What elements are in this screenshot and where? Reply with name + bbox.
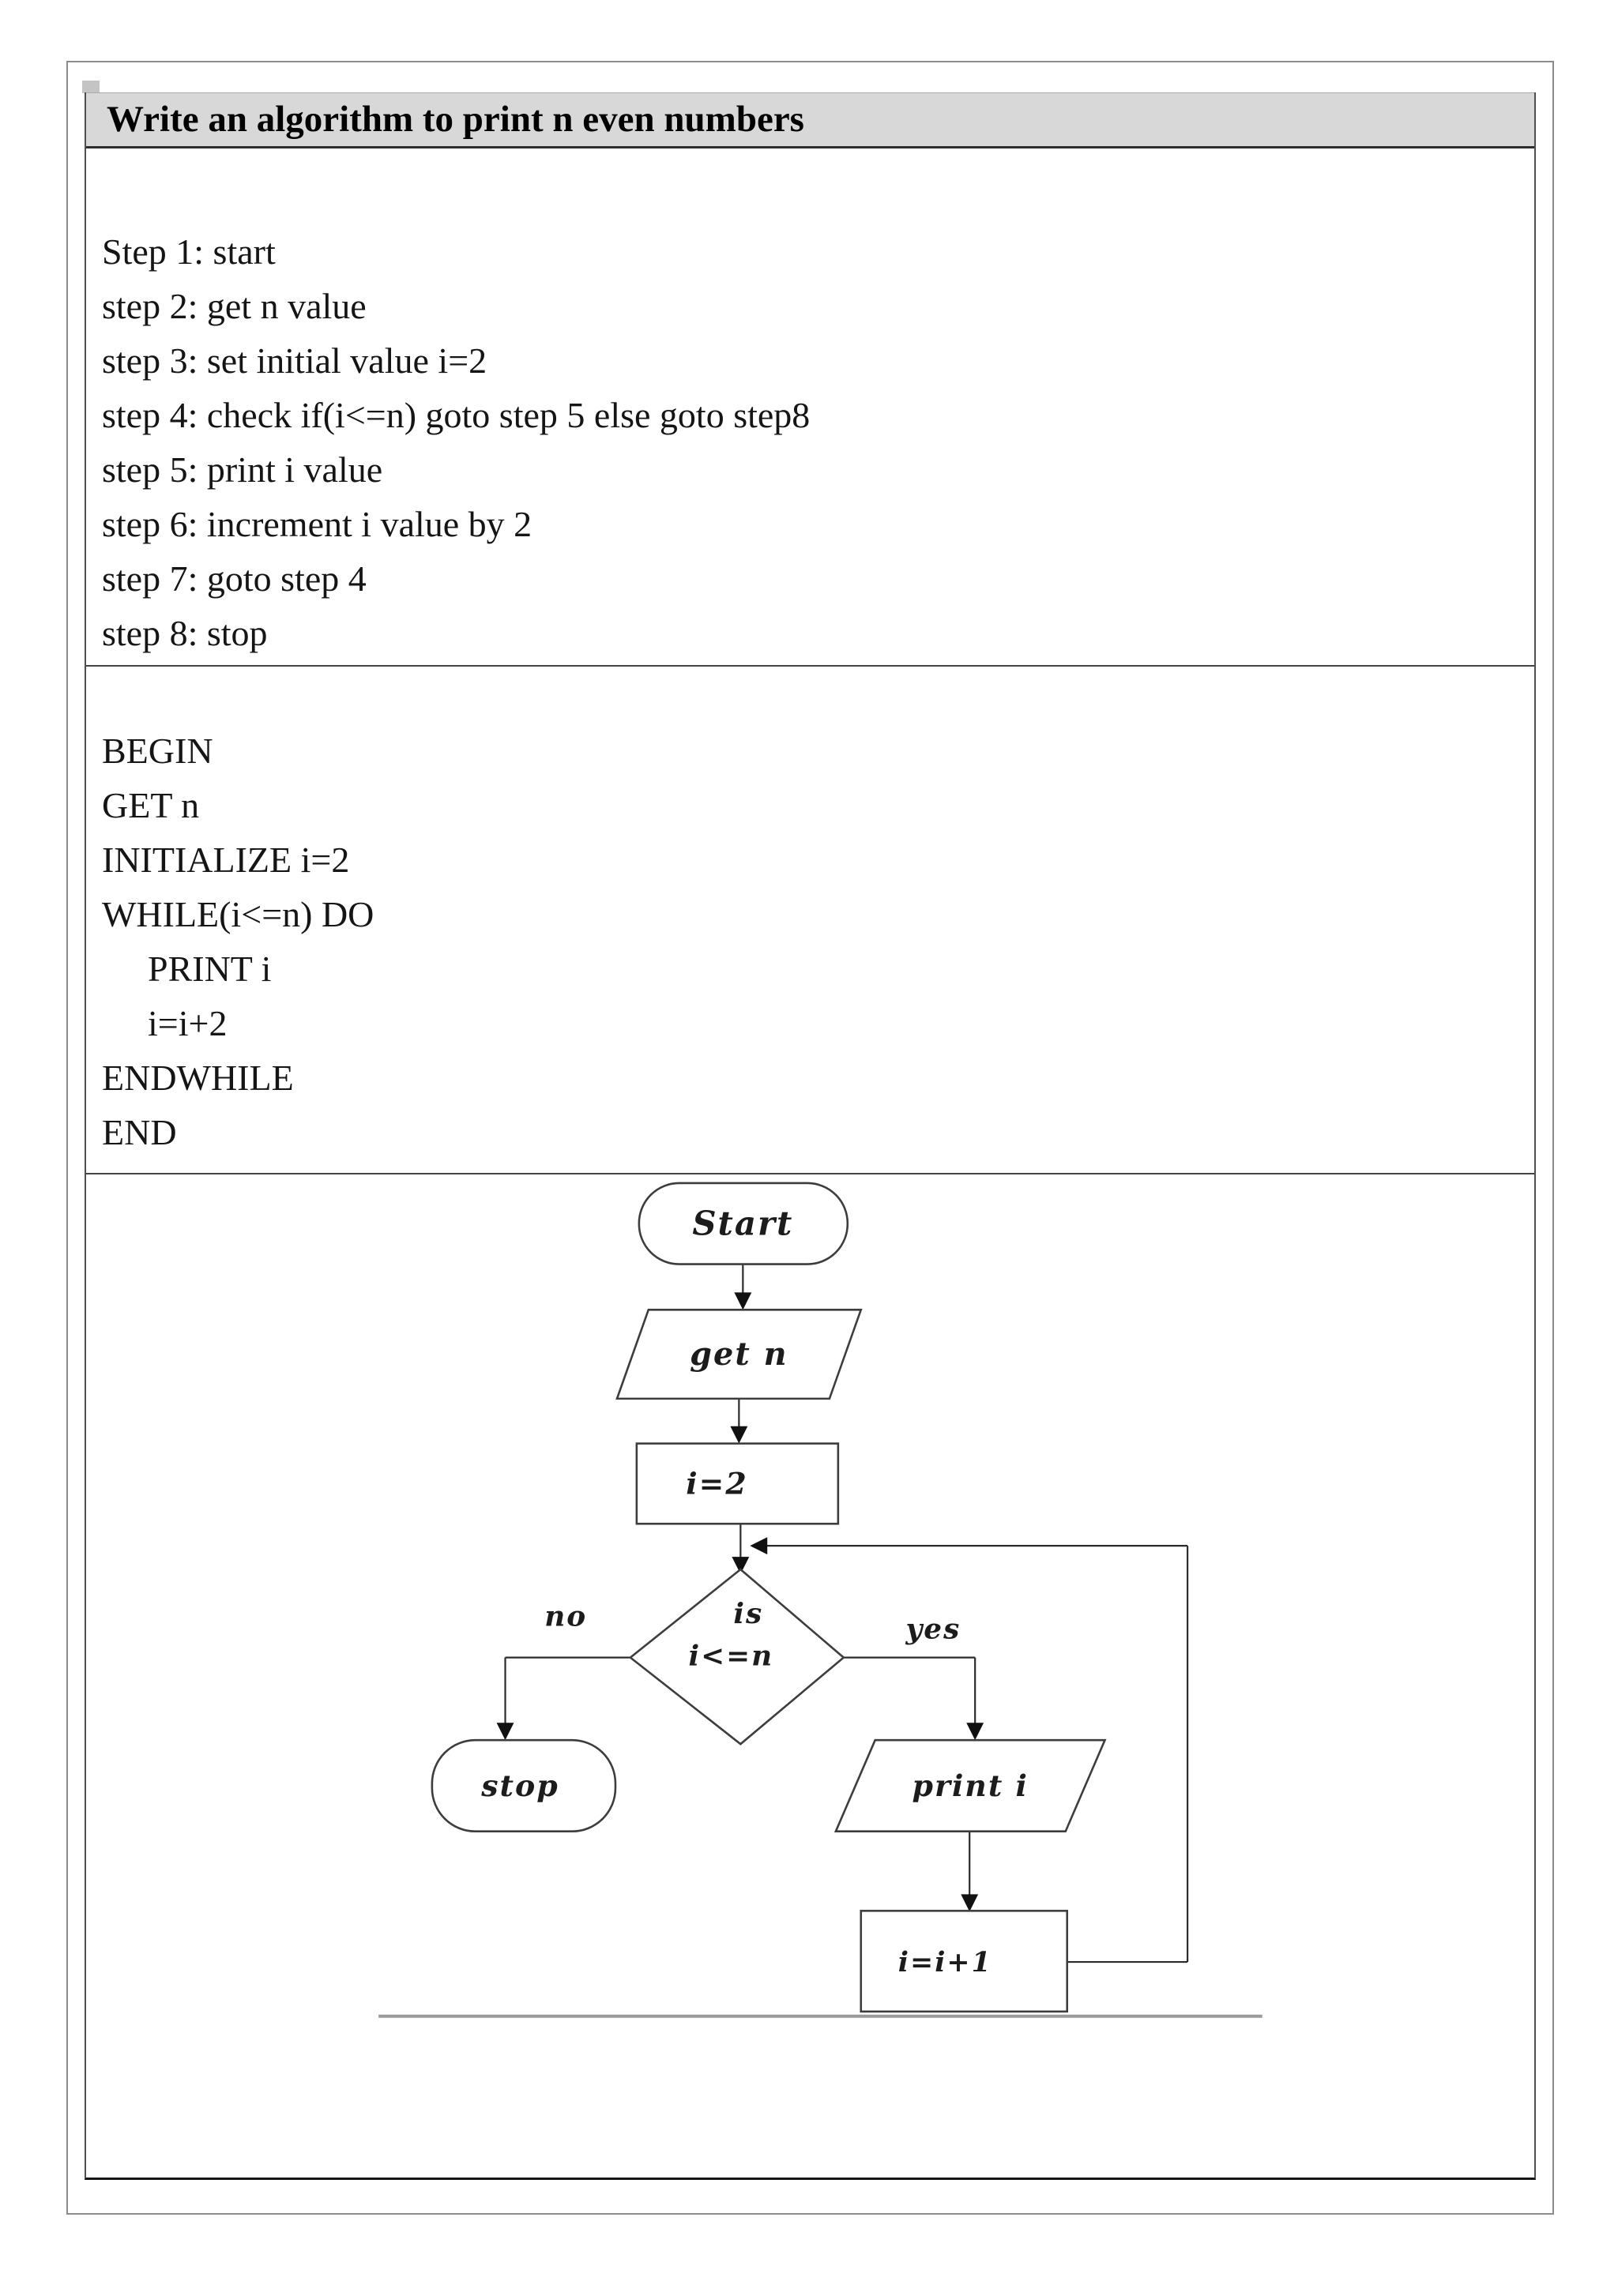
increment-label: i=i+1 xyxy=(898,1946,992,1978)
increment-process-shape xyxy=(860,1910,1069,2013)
start-label: Start xyxy=(692,1204,793,1243)
pseudocode-line: WHILE(i<=n) DO xyxy=(102,894,374,934)
algorithm-step: step 5: print i value xyxy=(102,449,383,490)
arrow-down-to-output xyxy=(966,1723,984,1741)
output-label: print i xyxy=(912,1768,1029,1803)
flowchart-section: Start get n i=2 is i<=n no yes stop prin… xyxy=(86,1174,1534,2178)
flow-arrowheads xyxy=(496,1292,984,1912)
algorithm-step: step 6: increment i value by 2 xyxy=(102,504,532,544)
arrow-down-to-init xyxy=(730,1426,748,1444)
input-label: get n xyxy=(690,1336,788,1373)
algorithm-steps-section: Step 1: start step 2: get n value step 3… xyxy=(86,148,1534,667)
init-process-shape xyxy=(635,1442,840,1525)
init-label: i=2 xyxy=(686,1465,747,1501)
pseudocode-line: INITIALIZE i=2 xyxy=(102,840,350,880)
yes-branch-label: yes xyxy=(905,1613,961,1646)
arrow-down-to-increment xyxy=(961,1894,979,1912)
algorithm-step: step 3: set initial value i=2 xyxy=(102,340,487,381)
scan-artifact-square xyxy=(82,81,100,93)
pseudocode-line: PRINT i xyxy=(148,949,272,989)
pseudocode-section: BEGIN GET n INITIALIZE i=2 WHILE(i<=n) D… xyxy=(86,667,1534,1174)
page-outer-border xyxy=(66,61,1554,2215)
output-parallelogram-shape xyxy=(833,1738,1107,1833)
decision-diamond-shape xyxy=(628,1568,845,1745)
algorithm-step: step 8: stop xyxy=(102,613,268,653)
document-title: Write an algorithm to print n even numbe… xyxy=(86,92,1534,148)
flowchart-diagram: Start get n i=2 is i<=n no yes stop prin… xyxy=(378,1182,1262,2018)
no-branch-label: no xyxy=(544,1600,587,1633)
pseudocode-line: i=i+2 xyxy=(148,1003,228,1043)
stop-label: stop xyxy=(480,1768,559,1803)
arrow-left-loop-junction xyxy=(750,1537,768,1555)
algorithm-step: Step 1: start xyxy=(102,231,276,272)
pseudocode-line: BEGIN xyxy=(102,731,213,771)
pseudocode-line: GET n xyxy=(102,785,200,825)
arrow-down-to-input xyxy=(734,1292,752,1310)
start-terminator-shape xyxy=(638,1182,849,1265)
decision-label-line1: is xyxy=(733,1597,763,1630)
pseudocode-line: ENDWHILE xyxy=(102,1058,294,1098)
content-table: Write an algorithm to print n even numbe… xyxy=(85,92,1536,2180)
stop-terminator-shape xyxy=(431,1738,617,1833)
pseudocode-line: END xyxy=(102,1112,177,1152)
algorithm-step: step 7: goto step 4 xyxy=(102,558,367,599)
input-parallelogram-shape xyxy=(615,1309,863,1400)
algorithm-step: step 2: get n value xyxy=(102,286,367,326)
arrow-down-to-stop xyxy=(496,1723,514,1741)
decision-label-line2: i<=n xyxy=(689,1640,774,1673)
algorithm-step: step 4: check if(i<=n) goto step 5 else … xyxy=(102,395,811,435)
arrow-down-to-decision xyxy=(732,1557,750,1575)
